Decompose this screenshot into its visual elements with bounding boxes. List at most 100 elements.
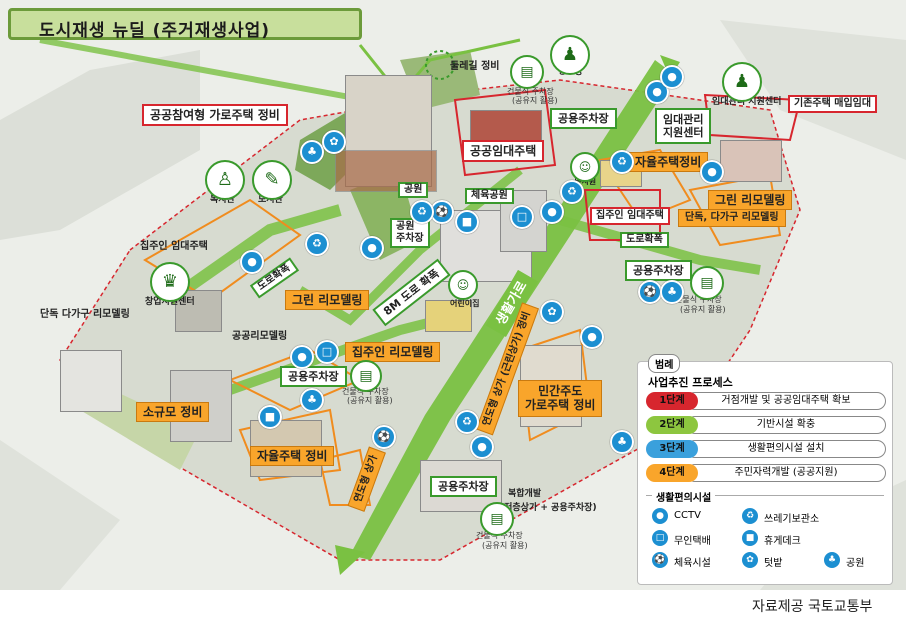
label-self-housing-2: 자율주택 정비 (250, 446, 335, 466)
label-startup-center: 창업지원센터 (145, 297, 195, 307)
cctv-icon: ● (580, 325, 604, 349)
deck-icon: ■ (455, 210, 479, 234)
label-green-remodel-1: 그린 리모델링 (708, 190, 793, 210)
legend-stage-step: 4단계 (646, 464, 698, 482)
label-detached-remodel-1: 단독, 다가구 리모델링 (678, 209, 786, 227)
rental-center-icon: ♟ (722, 62, 762, 102)
label-park: 공원 (398, 182, 429, 198)
welfare-icon: ♙ (205, 160, 245, 200)
legend-facility-label: 무인택배 (674, 536, 711, 547)
legend-panel: 범례 사업추진 프로세스 거점개발 및 공공임대주택 확보 1단계 기반시설 확… (637, 354, 893, 585)
parcel-box-icon: □ (510, 205, 534, 229)
label-public-land-right: (공유지 활용) (680, 305, 726, 314)
deck-icon: ■ (258, 405, 282, 429)
legend-stage-1: 거점개발 및 공공임대주택 확보 1단계 (646, 392, 886, 410)
parcel-box-icon: □ (652, 530, 668, 546)
legend-stage-desc: 기반시설 확충 (686, 416, 886, 434)
label-building-parking-right: 건물식 주차장 (675, 295, 722, 304)
garden-icon: ✿ (742, 552, 758, 568)
recycle-icon: ♻ (305, 232, 329, 256)
label-sports-park: 체육공원 (465, 188, 514, 204)
label-road-widening-1: 도로확폭 (620, 232, 669, 248)
label-tenant-rental-1: 집주인 임대주택 (140, 241, 208, 252)
recycle-icon: ♻ (455, 410, 479, 434)
sports-icon: ⚽ (430, 200, 454, 224)
parcel-box-icon: □ (315, 340, 339, 364)
legend-title: 범례 (648, 354, 681, 373)
label-daycare: 어린이집 (450, 299, 480, 308)
label-rental-center-top: 임대관리 지원센터 (712, 97, 782, 107)
legend-divider (646, 495, 884, 496)
label-park-parking: 공원 주차장 (390, 218, 430, 248)
legend-stage-desc: 주민자력개발 (공공지원) (686, 464, 886, 482)
label-rental-support-center: 임대관리 지원센터 (655, 108, 712, 145)
legend-stage-3: 생활편의시설 설치 3단계 (646, 440, 886, 458)
parking-building-icon-right: ▤ (690, 266, 724, 300)
park-icon: ♣ (660, 280, 684, 304)
recycle-icon: ♻ (610, 150, 634, 174)
legend-process-title: 사업추진 프로세스 (648, 376, 733, 389)
cctv-icon: ● (700, 160, 724, 184)
label-public-land-bottom: (공유지 활용) (482, 541, 528, 550)
label-building-parking-top: 건물식 주차장 (507, 87, 554, 96)
label-tenant-remodel: 집주인 리모델링 (345, 342, 441, 362)
label-public-land-left: (공유지 활용) (347, 396, 393, 405)
label-private-street-housing: 민간주도 가로주택 정비 (518, 380, 603, 417)
deck-icon: ■ (742, 530, 758, 546)
urban-regeneration-map: 도시재생 뉴딜 (주거재생사업) 둘레길 정비 경로당 건물식 주차장 (공유지… (0, 0, 906, 590)
legend-stage-step: 3단계 (646, 440, 698, 458)
label-tenant-rental-2: 집주인 임대주택 (590, 207, 670, 225)
legend-facility-label: 체육시설 (674, 558, 711, 569)
cctv-icon: ● (652, 508, 668, 524)
park-icon: ♣ (300, 140, 324, 164)
daycare-icon: ☺ (448, 270, 478, 300)
page-title: 도시재생 뉴딜 (주거재생사업) (39, 21, 271, 41)
label-self-housing-1: 자율주택정비 (628, 152, 709, 172)
cctv-icon: ● (290, 345, 314, 369)
park-icon: ♣ (824, 552, 840, 568)
legend-facility-label: 쓰레기보관소 (764, 514, 820, 525)
label-public-parking-4: 공용주차장 (430, 476, 497, 497)
legend-stage-4: 주민자력개발 (공공지원) 4단계 (646, 464, 886, 482)
cctv-icon: ● (540, 200, 564, 224)
legend-stage-step: 1단계 (646, 392, 698, 410)
east-housing (720, 140, 782, 182)
left-apartments (60, 350, 122, 412)
sports-icon: ⚽ (372, 425, 396, 449)
park-icon: ♣ (610, 430, 634, 454)
senior-center-icon: ♟ (550, 35, 590, 75)
legend-facility-label: 공원 (846, 558, 865, 569)
label-public-parking-3: 공용주차장 (280, 366, 347, 387)
daycare-building (425, 300, 472, 332)
recycle-icon: ♻ (410, 200, 434, 224)
recycle-icon: ♻ (742, 508, 758, 524)
label-complex-dev: 복합개발 (508, 489, 542, 499)
garden-icon: ✿ (322, 130, 346, 154)
cctv-icon: ● (360, 236, 384, 260)
legend-stage-desc: 거점개발 및 공공임대주택 확보 (686, 392, 886, 410)
label-complex-dev-sub: (저층상가 + 공용주차장) (500, 503, 597, 513)
title-banner: 도시재생 뉴딜 (주거재생사업) (8, 8, 362, 41)
garden-icon: ✿ (540, 300, 564, 324)
image-credit: 자료제공 국토교통부 (752, 599, 873, 615)
label-existing-housing: 기존주택 매입임대 (788, 95, 878, 113)
parking-building-icon-top: ▤ (510, 55, 544, 89)
legend-facility-label: 휴게데크 (764, 536, 801, 547)
label-welfare: 복지관 (210, 195, 235, 205)
cctv-icon: ● (660, 65, 684, 89)
label-public-remodel: 공공리모델링 (232, 331, 288, 342)
label-dulle: 둘레길 정비 (450, 61, 500, 72)
parking-building-icon-left: ▤ (350, 360, 382, 392)
cctv-icon: ● (240, 250, 264, 274)
legend-stage-2: 기반시설 확충 2단계 (646, 416, 886, 434)
park-icon: ♣ (300, 388, 324, 412)
legend-facility-label: 텃밭 (764, 558, 783, 569)
legend-facility-title: 생활편의시설 (652, 489, 716, 504)
recycle-icon: ♻ (560, 180, 584, 204)
label-public-parking-2: 공용주차장 (625, 260, 692, 281)
label-public-parking-1: 공용주차장 (550, 108, 617, 129)
label-detached-remodel-2: 단독 다가구 리모델링 (40, 309, 130, 320)
parking-building-icon-bottom: ▤ (480, 502, 514, 536)
label-public-land-top: (공유지 활용) (512, 96, 558, 105)
label-public-rental: 공공임대주택 (462, 140, 545, 162)
